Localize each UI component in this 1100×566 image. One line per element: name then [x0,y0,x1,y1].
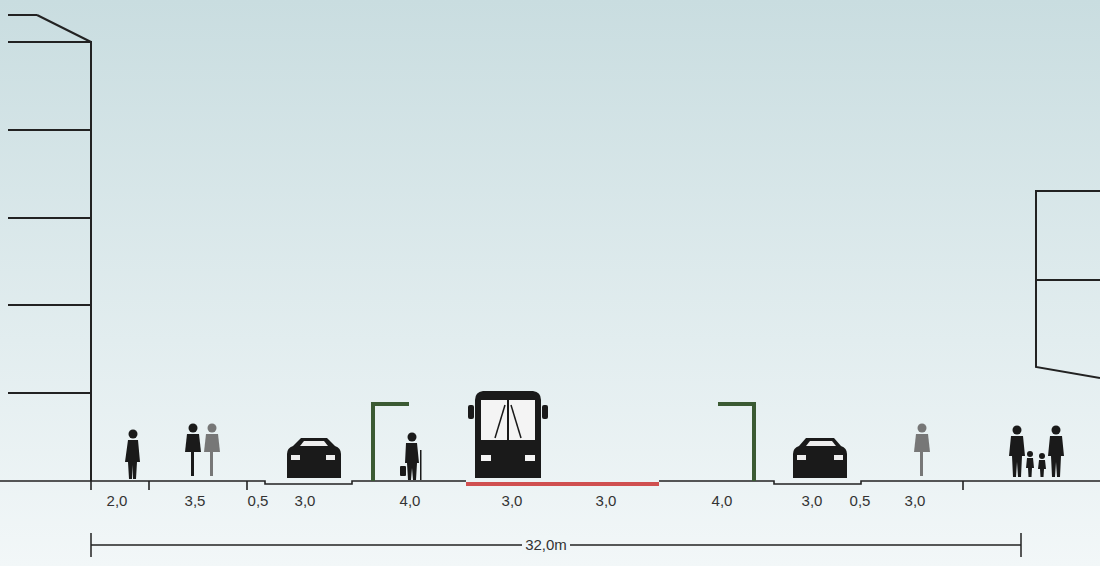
cars [287,438,847,478]
dimension-label: 3,0 [799,492,826,510]
dimension-label: 3,0 [499,492,526,510]
dimension-label: 3,0 [292,492,319,510]
people [125,424,1064,481]
dimension-line [91,533,1021,557]
bus-lane [466,482,659,486]
dimension-label: 4,0 [397,492,424,510]
buildings [8,15,1100,481]
lamp-posts [373,404,754,481]
dimension-label: 3,0 [593,492,620,510]
dimension-label: 0,5 [847,492,874,510]
ground-line [0,481,1100,490]
dimension-label: 2,0 [104,492,131,510]
total-width: 32,0m [522,536,570,554]
dimension-label: 3,0 [902,492,929,510]
dimension-label: 4,0 [709,492,736,510]
dimension-label: 0,5 [245,492,272,510]
bus [468,391,548,478]
dimension-label: 3,5 [182,492,209,510]
